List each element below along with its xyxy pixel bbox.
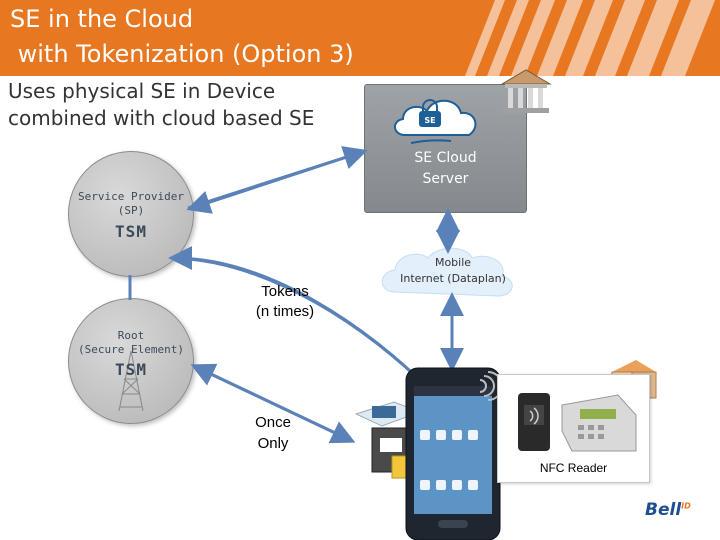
- root-label: Root (Secure Element): [78, 329, 184, 356]
- subtitle: Uses physical SE in Device combined with…: [8, 79, 315, 130]
- tokens-arrow-back: [168, 246, 430, 390]
- logo-text: Bell: [645, 500, 682, 520]
- se-cloud-server-label: SE Cloud Server: [414, 150, 477, 187]
- nfc-reader-box: NFC Reader: [497, 374, 650, 483]
- title-line-2: with Tokenization (Option 3): [10, 40, 354, 68]
- smartphone-icon: [405, 367, 501, 540]
- mobile-internet-label: Mobile Internet (Dataplan): [400, 256, 506, 285]
- cloud-lock-icon: SE: [394, 99, 477, 144]
- nfc-reader-label: NFC Reader: [539, 461, 608, 475]
- service-provider-tsm-label: TSM: [115, 222, 147, 241]
- decorative-stripes: [465, 0, 715, 76]
- once-arrow-back: [190, 363, 351, 442]
- server-to-sp-arrow: [186, 150, 363, 214]
- page-title: SE in the Cloud with Tokenization (Optio…: [10, 2, 354, 72]
- bank-icon: [500, 69, 552, 113]
- se-badge: SE: [424, 116, 435, 125]
- service-provider-label: Service Provider (SP): [78, 190, 184, 217]
- title-bar: SE in the Cloud with Tokenization (Optio…: [0, 0, 720, 76]
- title-line-1: SE in the Cloud: [10, 5, 194, 33]
- once-only-label: Once Only: [255, 414, 291, 452]
- root-tsm-label: TSM: [115, 360, 147, 379]
- bellid-logo: BellID: [645, 500, 691, 520]
- root-se-tsm-node: Root (Secure Element) TSM: [68, 298, 194, 424]
- logo-superscript: ID: [681, 501, 691, 511]
- sim-chip-icon: [354, 401, 422, 479]
- nfc-card-reader-icon: [518, 393, 637, 452]
- antenna-tower-icon: [118, 350, 144, 412]
- se-cloud-server-box: SE SE Cloud Server: [364, 84, 527, 213]
- tokens-label: Tokens (n times): [255, 283, 315, 320]
